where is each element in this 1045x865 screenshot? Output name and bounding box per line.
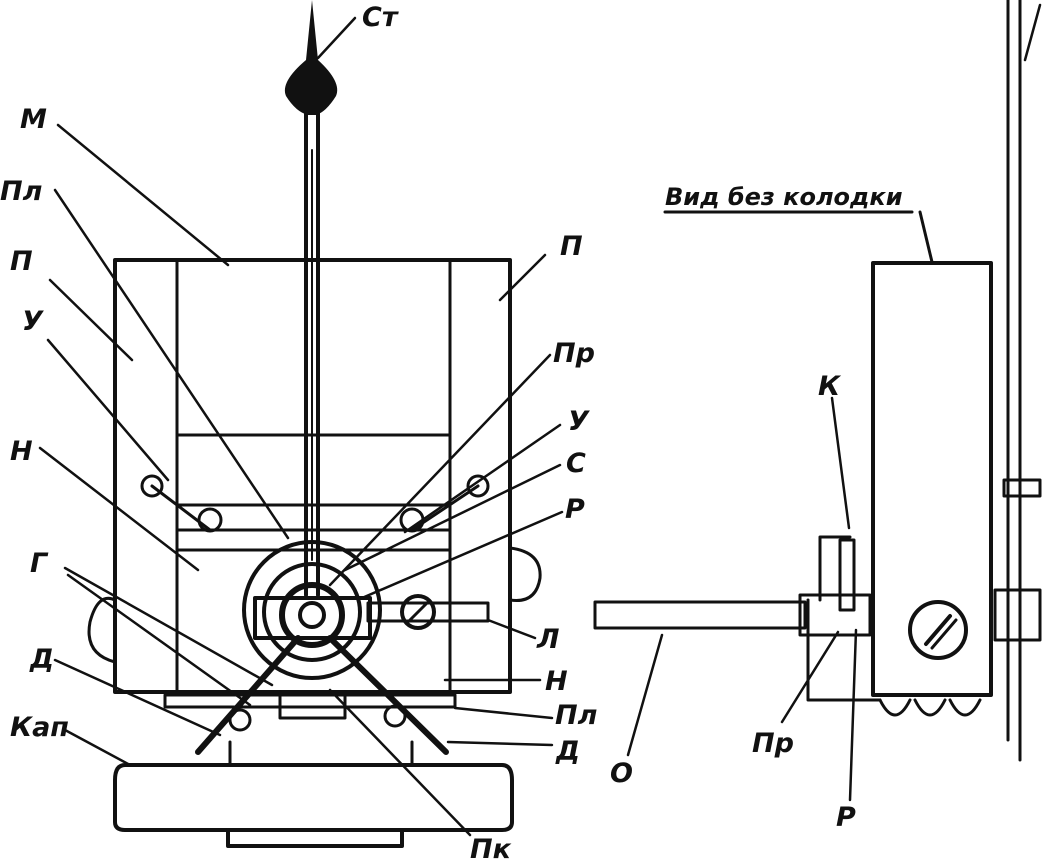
label-s: С	[566, 448, 586, 479]
caption-leader	[918, 210, 934, 264]
left-spring-nut	[228, 708, 252, 732]
side-knob-slot-a	[924, 614, 952, 646]
knob-slot	[406, 600, 430, 624]
yoke-plate	[175, 528, 452, 552]
right-stud	[508, 546, 542, 603]
label-kap: Кап	[10, 712, 69, 743]
label-g: Г	[30, 548, 49, 579]
label-u-left: У	[22, 306, 44, 337]
label-d-left: Д	[29, 644, 54, 675]
rod-coupling	[993, 588, 1042, 642]
label-k: К	[818, 371, 842, 402]
cap-base	[226, 828, 404, 848]
label-p-right: П	[560, 231, 583, 262]
side-bracket	[806, 535, 882, 702]
cap-shoe	[113, 763, 514, 832]
left-screw-head	[197, 507, 223, 533]
side-lugs	[878, 698, 982, 717]
coil-ring	[279, 582, 345, 648]
label-p-left: П	[10, 246, 33, 277]
lever-bar	[366, 601, 490, 623]
right-spring-nut	[383, 704, 407, 728]
axle-collar	[798, 593, 872, 637]
label-pk: Пк	[470, 834, 512, 865]
side-housing	[871, 261, 993, 697]
rod-clamp	[1002, 478, 1042, 498]
label-r-mid: Р	[565, 494, 585, 525]
label-st: Ст	[362, 2, 399, 33]
right-diagonal-spring	[327, 635, 449, 755]
stem-finial	[284, 0, 338, 115]
label-pl-top: Пл	[0, 176, 42, 207]
label-n-right: Н	[545, 666, 568, 697]
right-pivot-screw	[466, 474, 490, 498]
leader-lines	[38, 3, 1042, 837]
left-stud	[87, 596, 117, 664]
label-o: О	[610, 758, 633, 789]
side-spring	[838, 538, 856, 612]
side-knob-slot-b	[930, 618, 958, 650]
outer-ring	[242, 540, 382, 680]
left-pivot-screw	[140, 474, 164, 498]
side-knob	[908, 600, 968, 660]
label-pl-bottom: Пл	[555, 700, 597, 731]
label-u-right: У	[568, 406, 590, 437]
label-r-side: Р	[836, 802, 856, 833]
label-pr-side: Пр	[752, 728, 794, 759]
middle-ring	[262, 562, 362, 662]
callout-labels: Ст М Пл П У Н Г Д Кап П Пр У С Р Л Н Пл …	[0, 2, 903, 865]
coil-block	[253, 596, 372, 640]
axle	[593, 600, 807, 630]
side-view-caption: Вид без колодки	[665, 183, 903, 211]
label-n-left: Н	[10, 436, 33, 467]
label-l: Л	[536, 624, 559, 655]
adjust-knob	[400, 594, 436, 630]
label-m: М	[20, 104, 47, 135]
hub	[298, 601, 326, 629]
front-view	[87, 0, 542, 848]
bottom-plate	[163, 693, 457, 709]
cap-neck	[228, 740, 414, 767]
label-d-right: Д	[555, 736, 580, 767]
label-pr-mid: Пр	[553, 338, 595, 369]
